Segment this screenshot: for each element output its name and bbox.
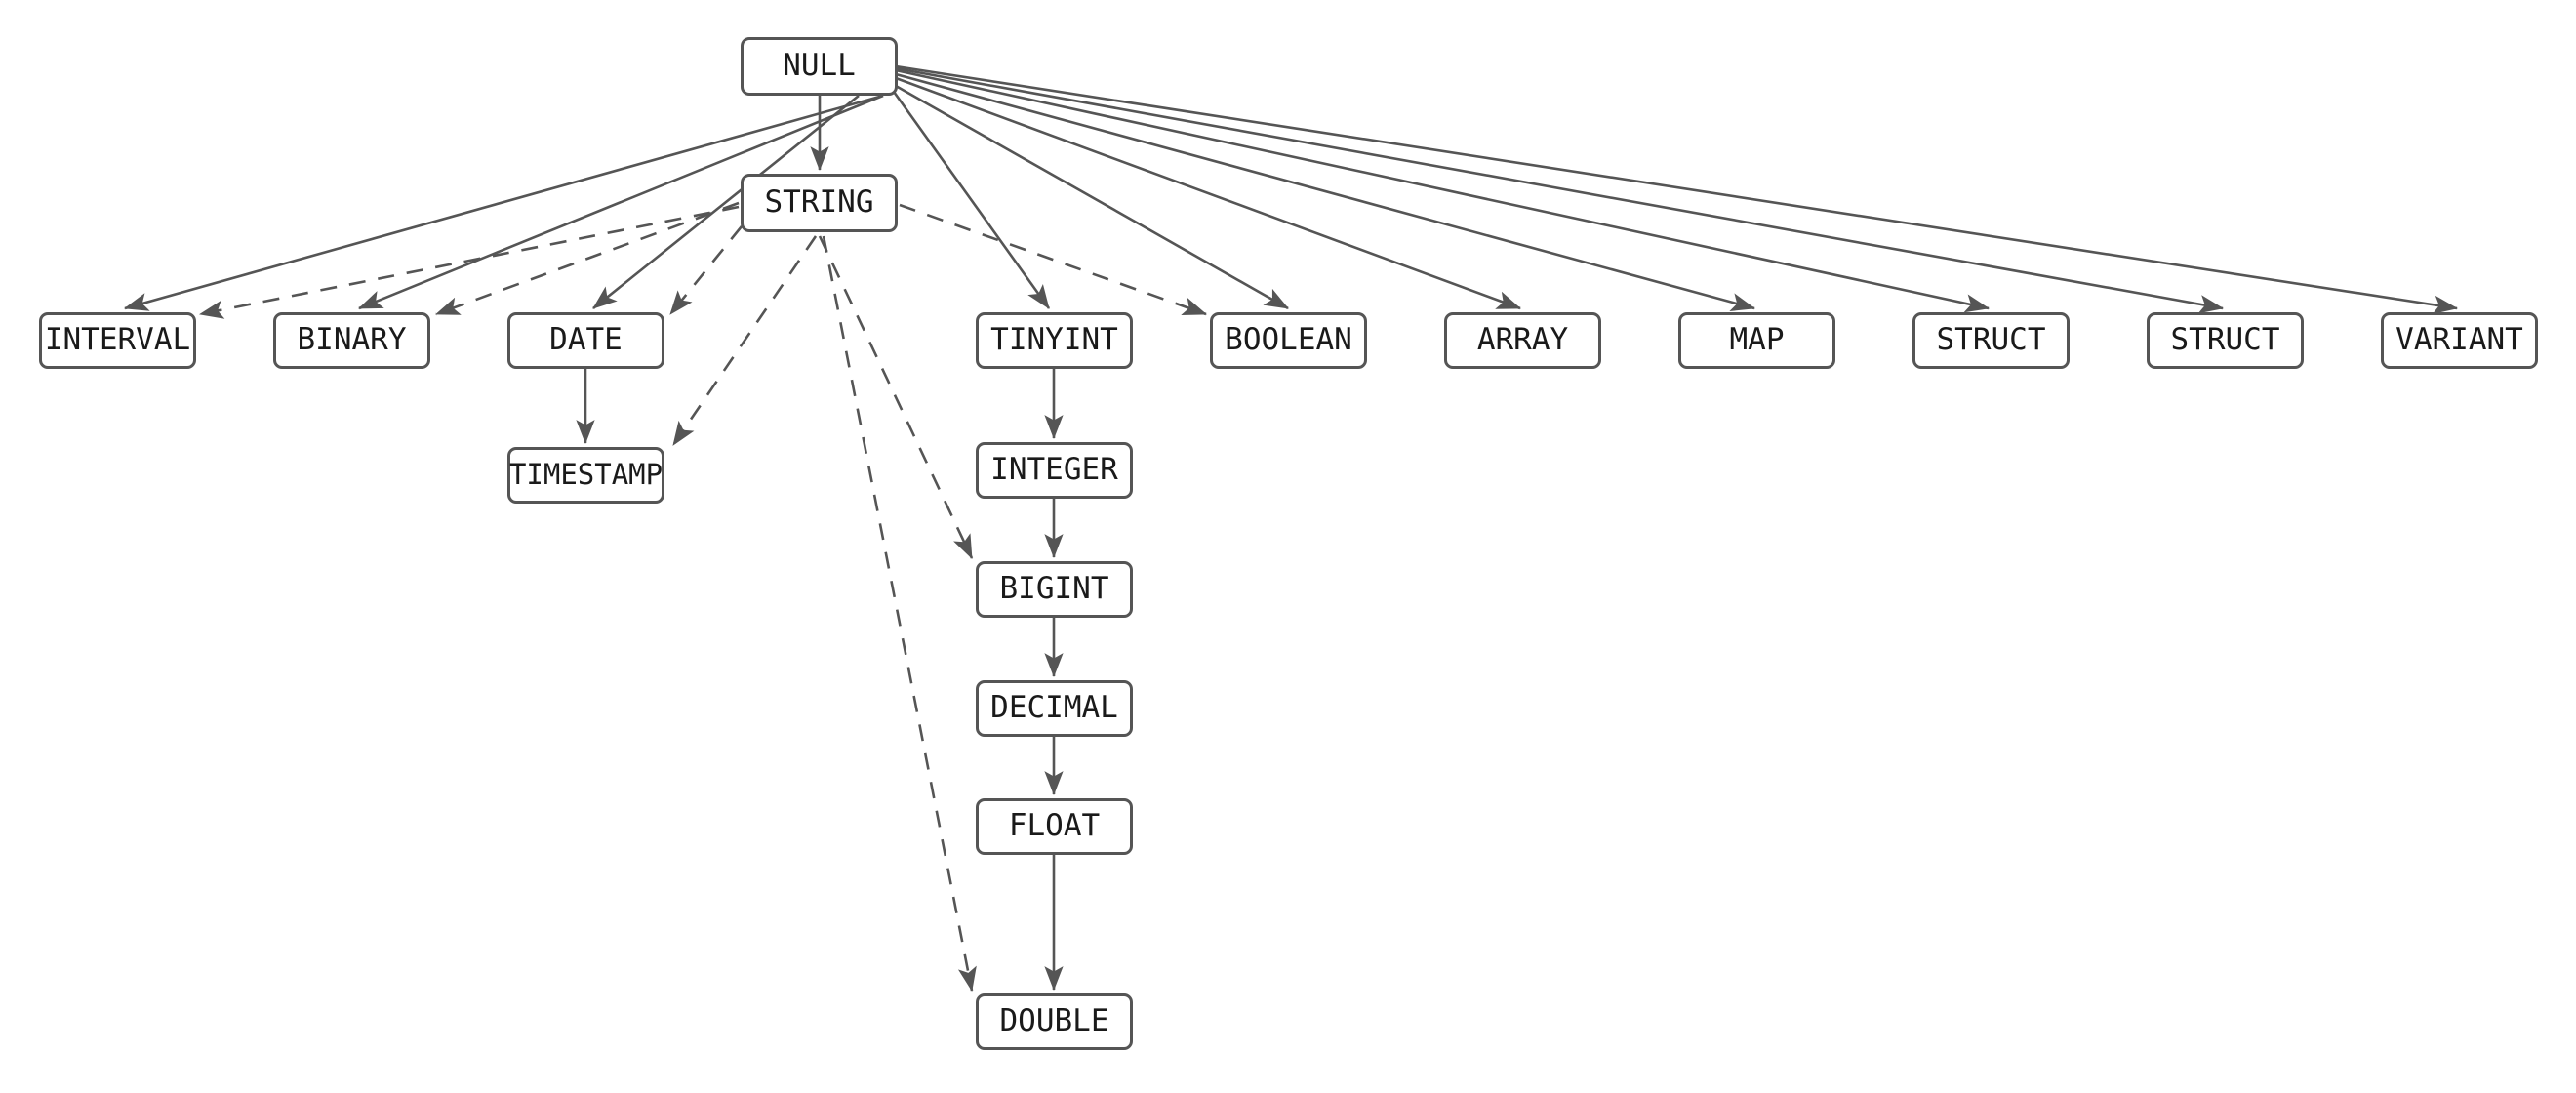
node-label: NULL xyxy=(783,47,856,83)
node-label: DOUBLE xyxy=(999,1002,1109,1038)
edge-null-to-map xyxy=(895,72,1756,311)
edge-string-to-date xyxy=(668,225,744,315)
node-label: FLOAT xyxy=(1008,807,1101,843)
node-decimal[interactable]: DECIMAL xyxy=(976,680,1133,737)
node-label: INTERVAL xyxy=(44,321,191,357)
node-interval[interactable]: INTERVAL xyxy=(39,312,196,369)
edges-group xyxy=(123,64,2459,992)
node-boolean[interactable]: BOOLEAN xyxy=(1210,312,1367,369)
node-bigint[interactable]: BIGINT xyxy=(976,561,1133,618)
edge-string-to-binary xyxy=(435,201,740,316)
edge-string-to-boolean xyxy=(899,203,1207,316)
node-label: DATE xyxy=(549,321,623,357)
node-label: BIGINT xyxy=(999,570,1109,606)
edge-null-to-boolean xyxy=(895,84,1289,310)
edge-null-to-tinyint xyxy=(892,91,1051,309)
edge-null-to-struct1 xyxy=(895,68,1991,313)
node-tinyint[interactable]: TINYINT xyxy=(976,312,1133,369)
node-label: STRUCT xyxy=(2170,321,2280,357)
node-label: STRING xyxy=(764,183,874,220)
edge-string-to-bigint xyxy=(818,235,974,559)
node-null[interactable]: NULL xyxy=(741,37,898,96)
node-struct1[interactable]: STRUCT xyxy=(1912,312,2070,369)
node-date[interactable]: DATE xyxy=(507,312,664,369)
edge-string-to-interval xyxy=(198,205,740,319)
edge-string-to-double xyxy=(822,235,977,992)
node-label: TIMESTAMP xyxy=(508,457,664,491)
node-variant[interactable]: VARIANT xyxy=(2381,312,2538,369)
node-array[interactable]: ARRAY xyxy=(1444,312,1601,369)
node-binary[interactable]: BINARY xyxy=(273,312,430,369)
edge-null-to-array xyxy=(895,76,1521,310)
node-integer[interactable]: INTEGER xyxy=(976,442,1133,499)
node-map[interactable]: MAP xyxy=(1678,312,1835,369)
node-label: DECIMAL xyxy=(990,689,1118,725)
edge-string-to-timestamp xyxy=(671,235,818,446)
node-label: VARIANT xyxy=(2395,321,2523,357)
node-label: TINYINT xyxy=(990,321,1118,357)
node-label: ARRAY xyxy=(1476,321,1569,357)
node-label: BOOLEAN xyxy=(1225,321,1352,357)
node-timestamp[interactable]: TIMESTAMP xyxy=(507,447,664,504)
edge-null-to-struct2 xyxy=(895,66,2225,314)
node-double[interactable]: DOUBLE xyxy=(976,993,1133,1050)
node-float[interactable]: FLOAT xyxy=(976,798,1133,855)
node-label: INTEGER xyxy=(990,451,1118,487)
node-struct2[interactable]: STRUCT xyxy=(2147,312,2304,369)
node-label: BINARY xyxy=(297,321,407,357)
edge-null-to-variant xyxy=(895,64,2459,314)
node-label: STRUCT xyxy=(1936,321,2046,357)
node-string[interactable]: STRING xyxy=(741,174,898,232)
node-label: MAP xyxy=(1729,321,1785,357)
